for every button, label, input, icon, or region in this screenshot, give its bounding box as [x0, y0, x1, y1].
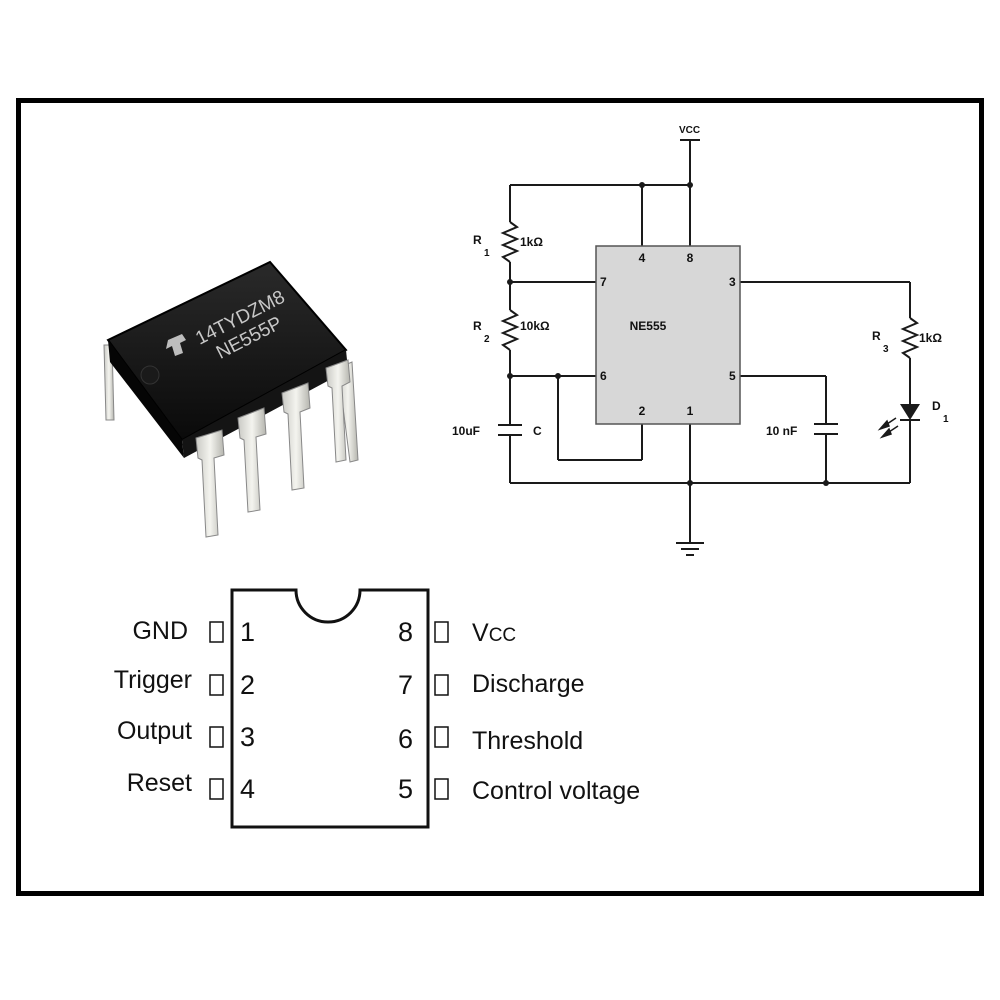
pin-4-number: 4: [240, 774, 255, 804]
pin-7-number: 7: [398, 670, 413, 700]
ne555-ic-block: [595, 245, 741, 425]
c1-value: 10uF: [452, 424, 480, 438]
pin-7-name: Discharge: [472, 670, 585, 698]
d1-sub: 1: [943, 414, 949, 425]
pin-2-number: 2: [240, 670, 255, 700]
r3-resistor: [900, 317, 920, 359]
c2-value: 10 nF: [766, 424, 797, 438]
pin-1-label: 1: [687, 404, 694, 418]
r3-name: R: [872, 329, 881, 343]
r2-resistor: [500, 309, 520, 351]
r2-name: R: [473, 319, 482, 333]
pin-6-number: 6: [398, 724, 413, 754]
pin-5-label: 5: [729, 369, 736, 383]
right-pin-pads: [434, 621, 449, 800]
pinout-diagram: GND 1 Trigger 2 Output 3 Reset 4 8 VCC 7…: [114, 588, 640, 829]
schematic-labels: VCC NE555 4 8 7 3 6 5 2 1 R 1 1kΩ R 2 10…: [452, 125, 949, 438]
left-pin-pads: [209, 621, 224, 800]
pin-3-name: Output: [117, 717, 192, 745]
r1-value: 1kΩ: [520, 235, 543, 249]
pin-8-number: 8: [398, 617, 413, 647]
schematic: [498, 139, 920, 556]
diagram-frame: [16, 98, 984, 896]
pin-8-name: VCC: [472, 619, 516, 647]
junction-dots: [507, 182, 829, 486]
pin-5-number: 5: [398, 774, 413, 804]
led-light-arrows-icon: [877, 417, 899, 439]
schematic-fills: [507, 182, 920, 486]
pin-5-name: Control voltage: [472, 777, 640, 805]
d1-name: D: [932, 399, 941, 413]
pin-7-label: 7: [600, 275, 607, 289]
pin-6-label: 6: [600, 369, 607, 383]
pin-6-name: Threshold: [472, 727, 583, 755]
chip-photo: 14TYDZM8 NE555P: [103, 260, 359, 538]
chip-body-side: [108, 340, 184, 458]
pinout-package-outline: [230, 588, 430, 829]
pin-2-label: 2: [639, 404, 646, 418]
r3-sub: 3: [883, 344, 889, 355]
r3-value: 1kΩ: [919, 331, 942, 345]
pin-4-name: Reset: [127, 769, 192, 797]
vcc-label: VCC: [679, 125, 700, 136]
pin-3-label: 3: [729, 275, 736, 289]
r1-sub: 1: [484, 248, 490, 259]
pin-2-name: Trigger: [114, 666, 192, 694]
pin-8-name-main: V: [472, 619, 489, 647]
chip-front-legs: [195, 359, 351, 538]
r2-value: 10kΩ: [520, 319, 550, 333]
r2-sub: 2: [484, 334, 490, 345]
pin-4-label: 4: [639, 251, 646, 265]
pin-8-name-sub: CC: [489, 625, 516, 646]
chip-notch: [140, 365, 160, 385]
ti-logo-icon: [166, 334, 186, 356]
r1-resistor: [500, 221, 520, 263]
pin-1-name: GND: [132, 617, 188, 645]
pin-3-number: 3: [240, 722, 255, 752]
ic-label: NE555: [630, 319, 667, 333]
pin-8-label: 8: [687, 251, 694, 265]
led-diode-icon: [900, 404, 920, 420]
pin-1-number: 1: [240, 617, 255, 647]
c1-name: C: [533, 424, 542, 438]
r1-name: R: [473, 233, 482, 247]
